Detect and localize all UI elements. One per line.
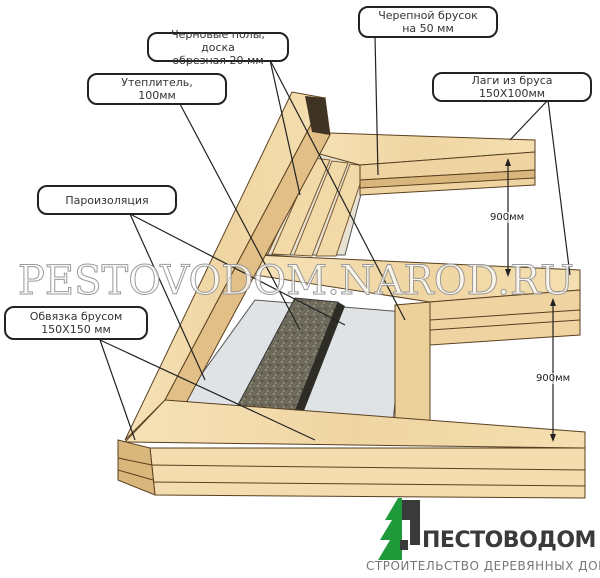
middle-joist-end xyxy=(394,301,431,433)
logo-tagline: СТРОИТЕЛЬСТВО ДЕРЕВЯННЫХ ДОМОВ xyxy=(366,559,600,573)
callout-cranial-bar: Черепной брусок на 50 мм xyxy=(358,6,498,38)
front-sill-front xyxy=(149,447,586,499)
logo-name: ПЕСТОВОДОМ xyxy=(422,528,596,553)
dimension-lower-span: 900мм xyxy=(536,373,571,384)
left-sill-end xyxy=(305,96,330,135)
dimension-upper-span: 900мм xyxy=(490,212,525,223)
corner-beam-ends xyxy=(117,439,156,496)
callout-sill: Обвязка брусом 150Х150 мм xyxy=(4,306,148,340)
callout-subfloor: Черновые полы, доска обрезная 20 мм xyxy=(147,28,289,67)
insulation-side xyxy=(290,302,345,426)
cranial-bar xyxy=(359,169,536,189)
watermark: PESTOVODOM.NAROD.RU xyxy=(18,258,575,305)
logo-mark xyxy=(378,498,420,560)
callout-insulation: Утеплитель, 100мм xyxy=(87,73,227,105)
callout-vapor-barrier: Пароизоляция xyxy=(37,185,177,215)
callout-joists: Лаги из бруса 150Х100мм xyxy=(432,72,592,102)
